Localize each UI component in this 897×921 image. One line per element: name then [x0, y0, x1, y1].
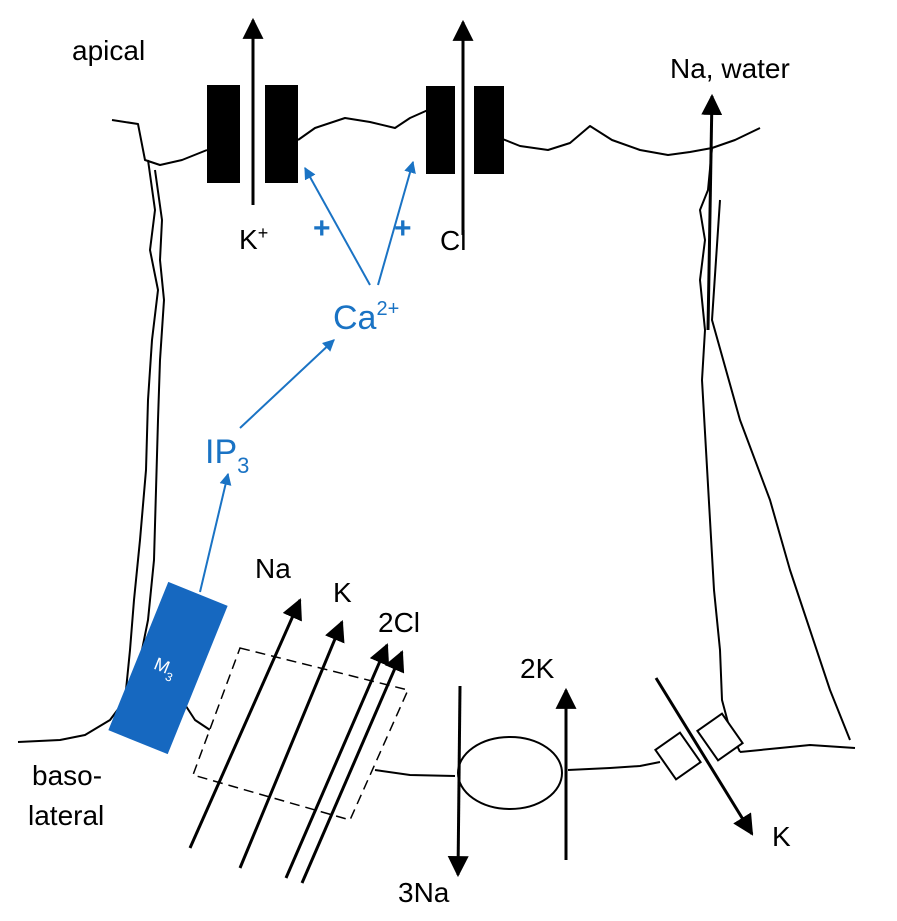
k-efflux-basolateral-arrow [654, 677, 754, 836]
plus-right-label: + [394, 212, 412, 245]
right-lateral-membrane-inner [711, 199, 851, 741]
m3-receptor: M3 [108, 581, 228, 755]
basal-membrane [181, 699, 856, 777]
ca-label: Ca2+ [333, 298, 399, 337]
left-lateral-membrane-inner [139, 169, 165, 661]
k-channel-left-block [207, 85, 240, 183]
pump-2k-label: 2K [520, 653, 555, 684]
right-lateral-membrane [699, 147, 741, 753]
cotransport-na-label: Na [255, 553, 291, 584]
cl-influx-arrow-2 [300, 650, 405, 884]
cl-channel-left-block [426, 86, 455, 174]
cell-membrane [17, 109, 856, 777]
pump-3na-label: 3Na [398, 877, 450, 908]
k-plus-label: K+ [239, 223, 268, 255]
apical-cl-channel [426, 19, 504, 235]
cotransport-k-label: K [333, 577, 352, 608]
m3-label: M3 [149, 653, 179, 684]
basolateral-label-line1: baso- [32, 760, 102, 791]
k-channel-box-right [695, 712, 745, 762]
na-k-pump [447, 685, 577, 878]
basolateral-k-channel [653, 677, 754, 836]
ca-to-k-channel-arrow [304, 166, 371, 286]
ca-to-cl-channel-arrow [377, 160, 416, 286]
plus-left-label: + [313, 212, 331, 245]
cl-influx-arrow-1 [284, 643, 390, 879]
left-lateral-membrane [17, 159, 159, 743]
channel-k-label: K [772, 821, 791, 852]
k-channel-box-left [653, 731, 703, 781]
signaling-pathway [199, 160, 416, 593]
k-channel-right-block [265, 85, 298, 183]
3na-efflux-arrow [447, 685, 469, 878]
apical-k-channel [207, 17, 298, 205]
cotransporter-dashed-box [192, 647, 410, 821]
m3-to-ip3-arrow [199, 472, 232, 593]
nkcc-cotransporter [188, 598, 410, 884]
apical-label: apical [72, 35, 145, 66]
na-water-arrow [701, 93, 723, 331]
ip3-to-ca-arrow [239, 339, 335, 429]
cl-label: Cl [440, 225, 466, 256]
na-influx-arrow [188, 598, 302, 849]
na-water-label: Na, water [670, 53, 790, 84]
basolateral-label-line2: lateral [28, 800, 104, 831]
apical-membrane [111, 109, 761, 166]
cotransport-2cl-label: 2Cl [378, 607, 420, 638]
pump-ellipse [457, 736, 563, 810]
ip3-label: IP3 [205, 433, 249, 478]
k-influx-arrow [238, 620, 345, 869]
cl-channel-right-block [474, 86, 504, 174]
